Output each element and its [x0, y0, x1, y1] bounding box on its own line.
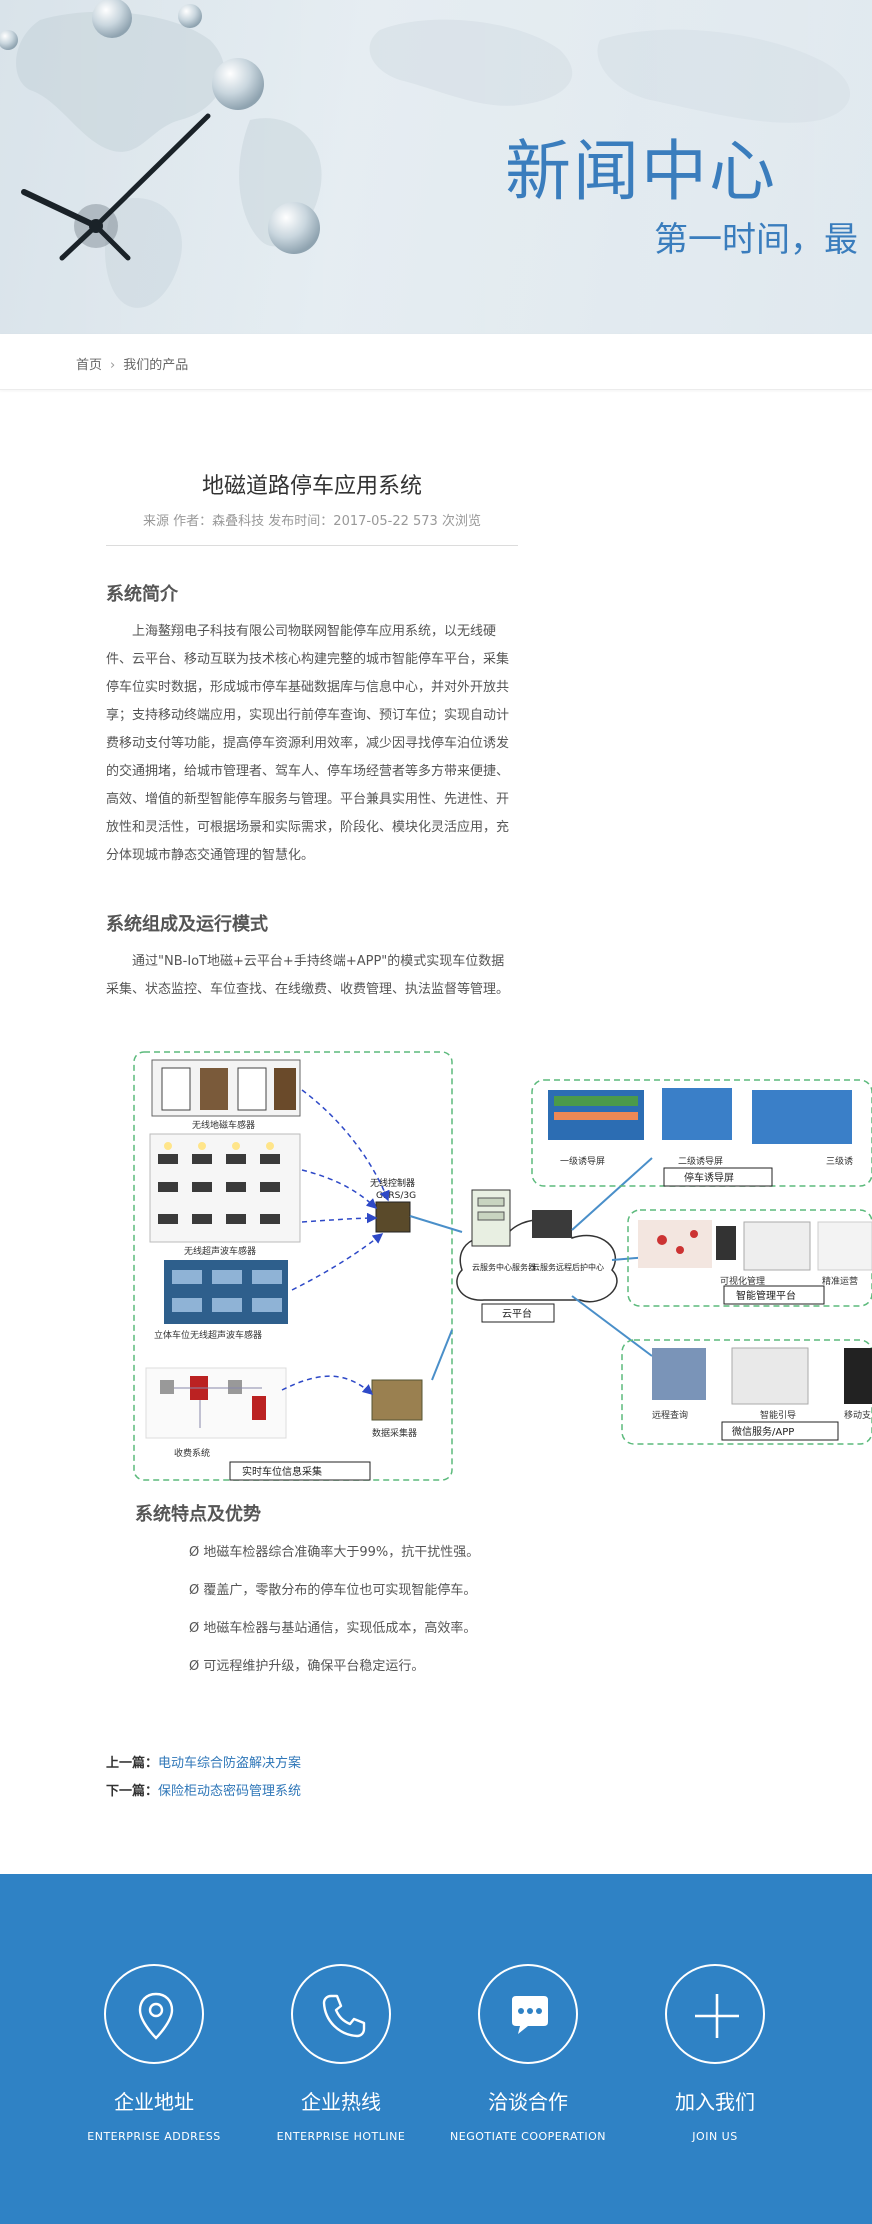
label-cloud-platform: 云平台 [502, 1307, 532, 1320]
hotline-circle[interactable] [291, 1964, 391, 2064]
label-mobile-pay: 移动支 [844, 1409, 871, 1421]
guidance-screens-image [548, 1088, 852, 1144]
section-heading-features: 系统特点及优势 [135, 1504, 261, 1525]
join-circle[interactable] [665, 1964, 765, 2064]
breadcrumb: 首页 › 我们的产品 [76, 354, 188, 373]
list-item: Ø 地磁车检器综合准确率大于99%，抗干扰性强。 [189, 1545, 480, 1560]
breadcrumb-home-link[interactable]: 首页 [76, 358, 103, 373]
label-remote-query: 远程查询 [652, 1409, 688, 1421]
breadcrumb-bar: 首页 › 我们的产品 [0, 334, 872, 390]
list-item: Ø 覆盖广，零散分布的停车位也可实现智能停车。 [189, 1583, 477, 1598]
footer: 企业地址 ENTERPRISE ADDRESS 企业热线 ENTERPRISE … [0, 1874, 872, 2224]
smart-platform-image [638, 1220, 872, 1271]
stereo-parking-image [164, 1260, 288, 1324]
chat-bubble-icon [512, 1996, 548, 2034]
system-architecture-diagram: 无线地磁车感器 无线超声波车感器 立体车位无线超声波车感器 [132, 1050, 872, 1490]
list-item: Ø 地磁车检器与基站通信，实现低成本，高效率。 [189, 1621, 477, 1636]
label-guide-3: 三级诱 [826, 1155, 853, 1167]
label-cloud-maintenance: 云服务远程后护中心 [532, 1262, 604, 1272]
label-guide-2: 二级诱导屏 [678, 1155, 723, 1167]
realtime-collection-box [229, 1461, 371, 1481]
label-charging-system: 收费系统 [174, 1447, 210, 1459]
label-wireless-geomagnetic: 无线地磁车感器 [192, 1119, 255, 1131]
label-cloud-service-center: 云服务中心服务器 [472, 1262, 536, 1272]
banner-title: 新闻中心 [505, 133, 777, 210]
label-realtime-collection: 实时车位信息采集 [242, 1465, 322, 1478]
label-visual-manage: 可视化管理 [720, 1275, 765, 1287]
next-article-link[interactable]: 保险柜动态密码管理系统 [158, 1784, 302, 1799]
parking-slots-image [151, 1059, 301, 1117]
smart-platform-box [723, 1285, 825, 1305]
wechat-app-box [721, 1421, 839, 1441]
location-pin-icon [138, 1992, 174, 2040]
label-gprs: GPRS/3G [376, 1191, 416, 1201]
article-title: 地磁道路停车应用系统 [201, 474, 422, 499]
footer-item-title: 企业地址 [114, 2090, 194, 2114]
next-label: 下一篇： [106, 1784, 159, 1799]
label-guide-1: 一级诱导屏 [560, 1155, 605, 1167]
banner: 新闻中心 第一时间，最 [0, 0, 872, 334]
footer-item-title: 洽谈合作 [488, 2090, 568, 2114]
label-wireless-controller: 无线控制器 [370, 1177, 415, 1189]
ultrasonic-sensors-image [149, 1133, 301, 1243]
section-text-composition: 通过"NB-IoT地磁+云平台+手持终端+APP"的模式实现车位数据采集、状态监… [106, 954, 510, 997]
label-stereo-parking: 立体车位无线超声波车感器 [154, 1329, 262, 1341]
banner-subtitle: 第一时间，最 [654, 220, 858, 260]
list-item: Ø 可远程维护升级，确保平台稳定运行。 [189, 1659, 425, 1674]
breadcrumb-separator: › [110, 358, 116, 373]
label-precise-stats: 精准运营 [822, 1275, 858, 1287]
label-parking-guidance: 停车诱导屏 [684, 1171, 734, 1184]
prev-article-link[interactable]: 电动车综合防盗解决方案 [158, 1756, 302, 1771]
address-circle[interactable] [104, 1964, 204, 2064]
next-article: 下一篇：保险柜动态密码管理系统 [106, 1780, 301, 1799]
footer-item-cooperation[interactable]: 洽谈合作 NEGOTIATE COOPERATION [448, 1964, 608, 2147]
section-heading-composition: 系统组成及运行模式 [106, 914, 268, 935]
parking-guidance-box [663, 1167, 773, 1187]
prev-article: 上一篇：电动车综合防盗解决方案 [106, 1752, 301, 1771]
wechat-app-group-frame [621, 1339, 872, 1445]
footer-item-subtitle: ENTERPRISE ADDRESS [87, 2130, 221, 2143]
label-wireless-ultrasonic: 无线超声波车感器 [184, 1245, 256, 1257]
label-smart-platform: 智能管理平台 [736, 1289, 796, 1302]
footer-item-address[interactable]: 企业地址 ENTERPRISE ADDRESS [74, 1964, 234, 2147]
phone-icon [322, 1994, 366, 2038]
plus-icon [695, 1994, 739, 2038]
article-divider [106, 545, 518, 546]
breadcrumb-current-link[interactable]: 我们的产品 [123, 358, 189, 373]
charging-system-image [145, 1367, 287, 1439]
footer-item-join[interactable]: 加入我们 JOIN US [635, 1964, 795, 2147]
label-wechat-app: 微信服务/APP [732, 1425, 794, 1438]
feature-list: Ø 地磁车检器综合准确率大于99%，抗干扰性强。 Ø 覆盖广，零散分布的停车位也… [189, 1540, 479, 1692]
footer-item-subtitle: JOIN US [692, 2130, 738, 2143]
footer-item-subtitle: NEGOTIATE COOPERATION [450, 2130, 606, 2143]
article-meta: 来源 作者：森叠科技 发布时间：2017-05-22 573 次浏览 [143, 514, 481, 529]
world-map-clock-illustration [0, 0, 872, 334]
architecture-svg: 无线地磁车感器 无线超声波车感器 立体车位无线超声波车感器 [133, 1051, 872, 1481]
cooperation-circle[interactable] [478, 1964, 578, 2064]
wireless-controller-image [375, 1201, 411, 1233]
label-data-collector: 数据采集器 [372, 1427, 417, 1439]
footer-item-title: 加入我们 [675, 2090, 755, 2114]
footer-item-subtitle: ENTERPRISE HOTLINE [276, 2130, 406, 2143]
section-heading-intro: 系统简介 [106, 584, 178, 605]
data-collector-image [371, 1379, 423, 1421]
collection-group-frame [133, 1051, 453, 1481]
app-services-image [652, 1347, 872, 1405]
article-header: 地磁道路停车应用系统 来源 作者：森叠科技 发布时间：2017-05-22 57… [106, 468, 518, 546]
cloud-platform-box [481, 1303, 555, 1323]
cloud-platform-image [456, 1189, 618, 1303]
smart-platform-group-frame [627, 1209, 872, 1307]
label-smart-guide: 智能引导 [760, 1409, 796, 1421]
section-text-intro: 上海鳌翔电子科技有限公司物联网智能停车应用系统，以无线硬件、云平台、移动互联为技… [106, 624, 510, 863]
prev-label: 上一篇： [106, 1756, 159, 1771]
footer-item-hotline[interactable]: 企业热线 ENTERPRISE HOTLINE [261, 1964, 421, 2147]
footer-item-title: 企业热线 [301, 2090, 381, 2114]
